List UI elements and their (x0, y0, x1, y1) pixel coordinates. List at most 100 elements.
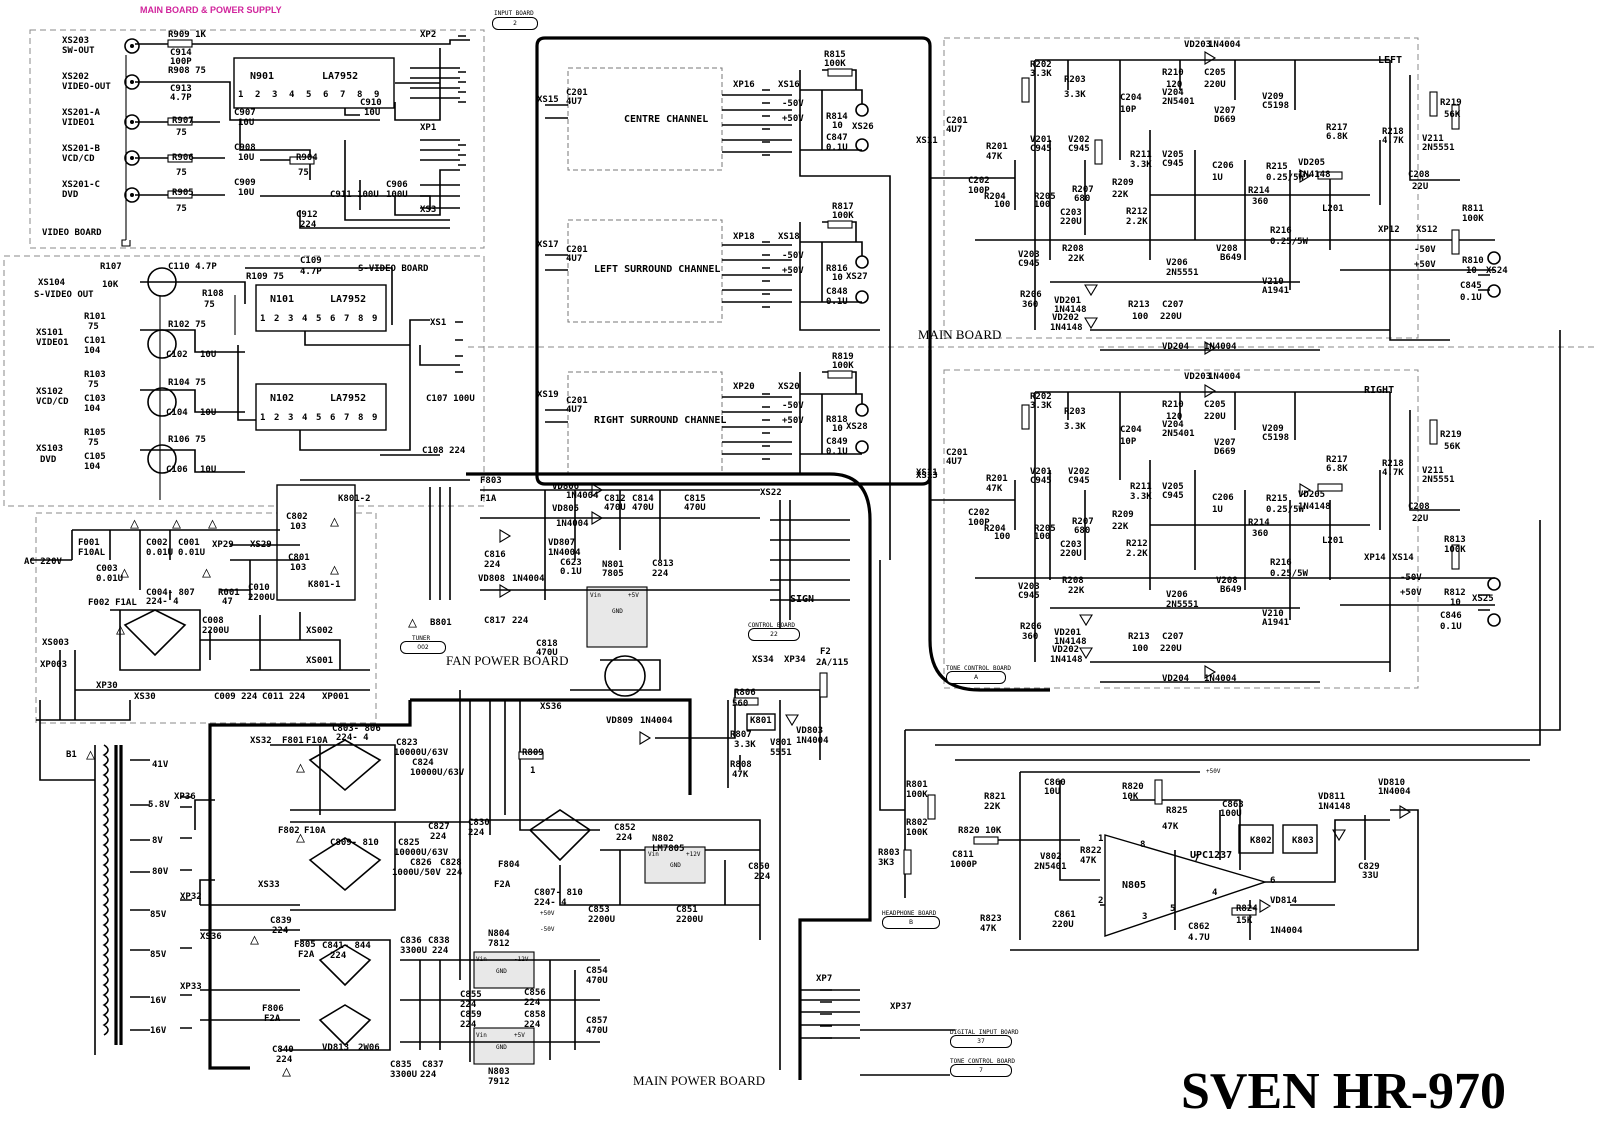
amp-right-part: V204 (1162, 420, 1184, 430)
amp-right-part: R207 (1072, 517, 1094, 527)
bus-tone-control (928, 350, 1050, 692)
mains-labels-part: C011 224 (262, 692, 306, 702)
video-conn-3-name: VCD/CD (62, 154, 95, 164)
amp-right-part: R215 (1266, 494, 1288, 504)
prot-labels-part: R803 (878, 848, 900, 858)
prot-labels-part: 47K (980, 924, 997, 934)
amp-left-part: 56K (1444, 110, 1461, 120)
warning-icon: △ (330, 512, 340, 530)
mp-labels-part: R809 (522, 748, 544, 758)
amp-right-part: V202 (1068, 467, 1090, 477)
mp-labels-part: XS32 (250, 736, 272, 746)
fan-labels-part: XS34 (752, 655, 774, 665)
amp-left-part: 1N4148 (1050, 323, 1083, 333)
prot-labels-part: 22K (984, 802, 1001, 812)
fan-labels-part: C812 (604, 494, 626, 504)
amp-right-part: 2N5401 (1162, 429, 1195, 439)
mp-labels-part: N803 (488, 1067, 510, 1077)
svideo-conn-1-id: XS101 (36, 328, 64, 338)
amp-right-part: 100P (968, 518, 990, 528)
mains-labels-part: XS30 (134, 692, 156, 702)
mp-labels-part: 2200U (588, 915, 616, 925)
mains-labels-part: C001 (178, 538, 200, 548)
svideo-conn-0-id: XS104 (38, 278, 66, 288)
board-svideo: S-VIDEO BOARD (358, 264, 429, 274)
mains-labels-part: K801-2 (338, 494, 371, 504)
amp-right-part: 22K (1112, 522, 1129, 532)
fan-labels-part: B801 (430, 618, 452, 628)
fan-labels-part: 224 (484, 560, 501, 570)
mp-labels-part: F806 (262, 1004, 284, 1014)
fan-labels-part: C815 (684, 494, 706, 504)
amp-left-part: 2N5551 (1422, 143, 1455, 153)
ic-n805-type: UPC1237 (1190, 850, 1233, 861)
mains-wiring (30, 529, 370, 721)
mp-labels-part: C823 (396, 738, 418, 748)
tag-control-board-label: CONTROL BOARD (748, 622, 795, 629)
tag-tone-control-1-pin: A (946, 671, 1006, 684)
amp-left-part: XS11 (916, 136, 938, 146)
mains-labels-part: XS29 (250, 540, 272, 550)
amp-left-part: R214 (1248, 186, 1270, 196)
mp-labels-part: 5.8V (148, 800, 170, 810)
mains-labels-part: XS003 (42, 638, 70, 648)
prot-labels-part: 1N4148 (1318, 802, 1351, 812)
amp-right-part: XS11 (916, 468, 938, 478)
amp-left-part: 6.8K (1326, 132, 1348, 142)
fan-labels-part: 224 (652, 569, 669, 579)
amp-right-part: 1N4004 (1204, 674, 1237, 684)
mains-labels-part: 0.01U (178, 548, 206, 558)
prot-labels-part: 3K3 (878, 858, 895, 868)
mains-labels-part: 103 (290, 522, 307, 532)
amp-left-part: C201 (946, 116, 968, 126)
output-terminals (855, 103, 1501, 627)
amp-left-part: VD202 (1052, 313, 1080, 323)
video-conn-1-name: VIDEO-OUT (62, 82, 111, 92)
amp-right-part: V207 (1214, 438, 1236, 448)
fan-labels-part: 1N4004 (796, 736, 829, 746)
prot-labels-part: V802 (1040, 852, 1062, 862)
prot-labels-part: 2N5401 (1034, 862, 1067, 872)
amp-left-part: 3.3K (1064, 90, 1086, 100)
amp-left-part: V202 (1068, 135, 1090, 145)
mains-labels-part: C008 (202, 616, 224, 626)
warning-icon: △ (172, 514, 182, 532)
amp-right-part: R209 (1112, 510, 1134, 520)
fan-labels-part: XS36 (540, 702, 562, 712)
amp-right-part: V211 (1422, 466, 1444, 476)
ic-n101-ref: N101 (270, 294, 295, 305)
fan-labels-part: 47K (732, 770, 749, 780)
amp-left-part: 2N5401 (1162, 97, 1195, 107)
mains-labels-part: F002 F1AL (88, 598, 137, 608)
amp-right-part: C207 (1162, 632, 1184, 642)
amp-left-part: R213 (1128, 300, 1150, 310)
amp-left-part: 22U (1412, 182, 1429, 192)
amp-right-part: B649 (1220, 585, 1242, 595)
fan-labels-part: 5551 (770, 748, 792, 758)
mp-labels-part: 224- 4 (336, 733, 369, 743)
amp-right-part: R216 (1270, 558, 1292, 568)
amp-left-part: C208 (1408, 170, 1430, 180)
amp-right-part: V210 (1262, 609, 1284, 619)
mains-labels-part: 103 (290, 563, 307, 573)
regulator-pin: Vin (590, 592, 601, 599)
fan-labels-part: VD806 (552, 482, 580, 492)
rail-50v: +50V (1206, 768, 1221, 775)
amp-left-part: 220U (1060, 217, 1082, 227)
fan-labels-part: VD805 (552, 504, 580, 514)
amp-right-part: 4U7 (946, 457, 963, 467)
mains-labels-part: XS001 (306, 656, 334, 666)
amp-right-part: A1941 (1262, 618, 1290, 628)
amp-right-part: 220U (1204, 412, 1226, 422)
amp-left-part: 2.2K (1126, 217, 1148, 227)
amp-right-part: R210 (1162, 400, 1184, 410)
mp-labels-part: XP33 (180, 982, 202, 992)
regulator-pin: GND (670, 862, 681, 869)
mp-labels-part: 2W06 (358, 1043, 380, 1053)
mp-labels-part: N802 (652, 834, 674, 844)
prot-labels-part: 1N4004 (1378, 787, 1411, 797)
fan-labels-part: 470U (604, 503, 626, 513)
mp-labels-part: 2200U (676, 915, 704, 925)
reg-n803-body (473, 1027, 535, 1065)
